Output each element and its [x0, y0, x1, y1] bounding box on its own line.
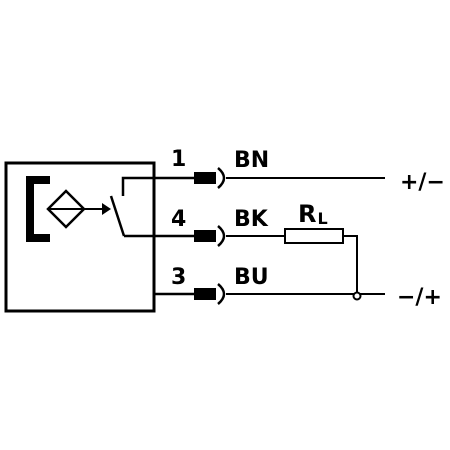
- pin-number-4: 4: [171, 207, 186, 232]
- load-resistor: [284, 228, 344, 244]
- load-symbol: R: [298, 200, 316, 228]
- wire-label-bn: BN: [234, 148, 269, 173]
- switch-contact-icon: [109, 176, 156, 238]
- connector-plug-icon: [194, 167, 226, 305]
- load-label: RL: [298, 200, 328, 228]
- pin-number-3: 3: [171, 265, 186, 290]
- polarity-bottom: −/+: [397, 285, 442, 310]
- load-return-wire: [343, 235, 358, 294]
- wire-label-bk: BK: [234, 207, 269, 232]
- polarity-top: +/−: [400, 170, 445, 195]
- load-subscript: L: [317, 209, 327, 228]
- wire-label-bu: BU: [234, 265, 269, 290]
- junction-node-icon: [352, 291, 362, 301]
- pin-number-1: 1: [171, 147, 186, 172]
- inductive-sensor-coil-icon: [46, 189, 111, 229]
- sensing-face-icon: [26, 176, 50, 242]
